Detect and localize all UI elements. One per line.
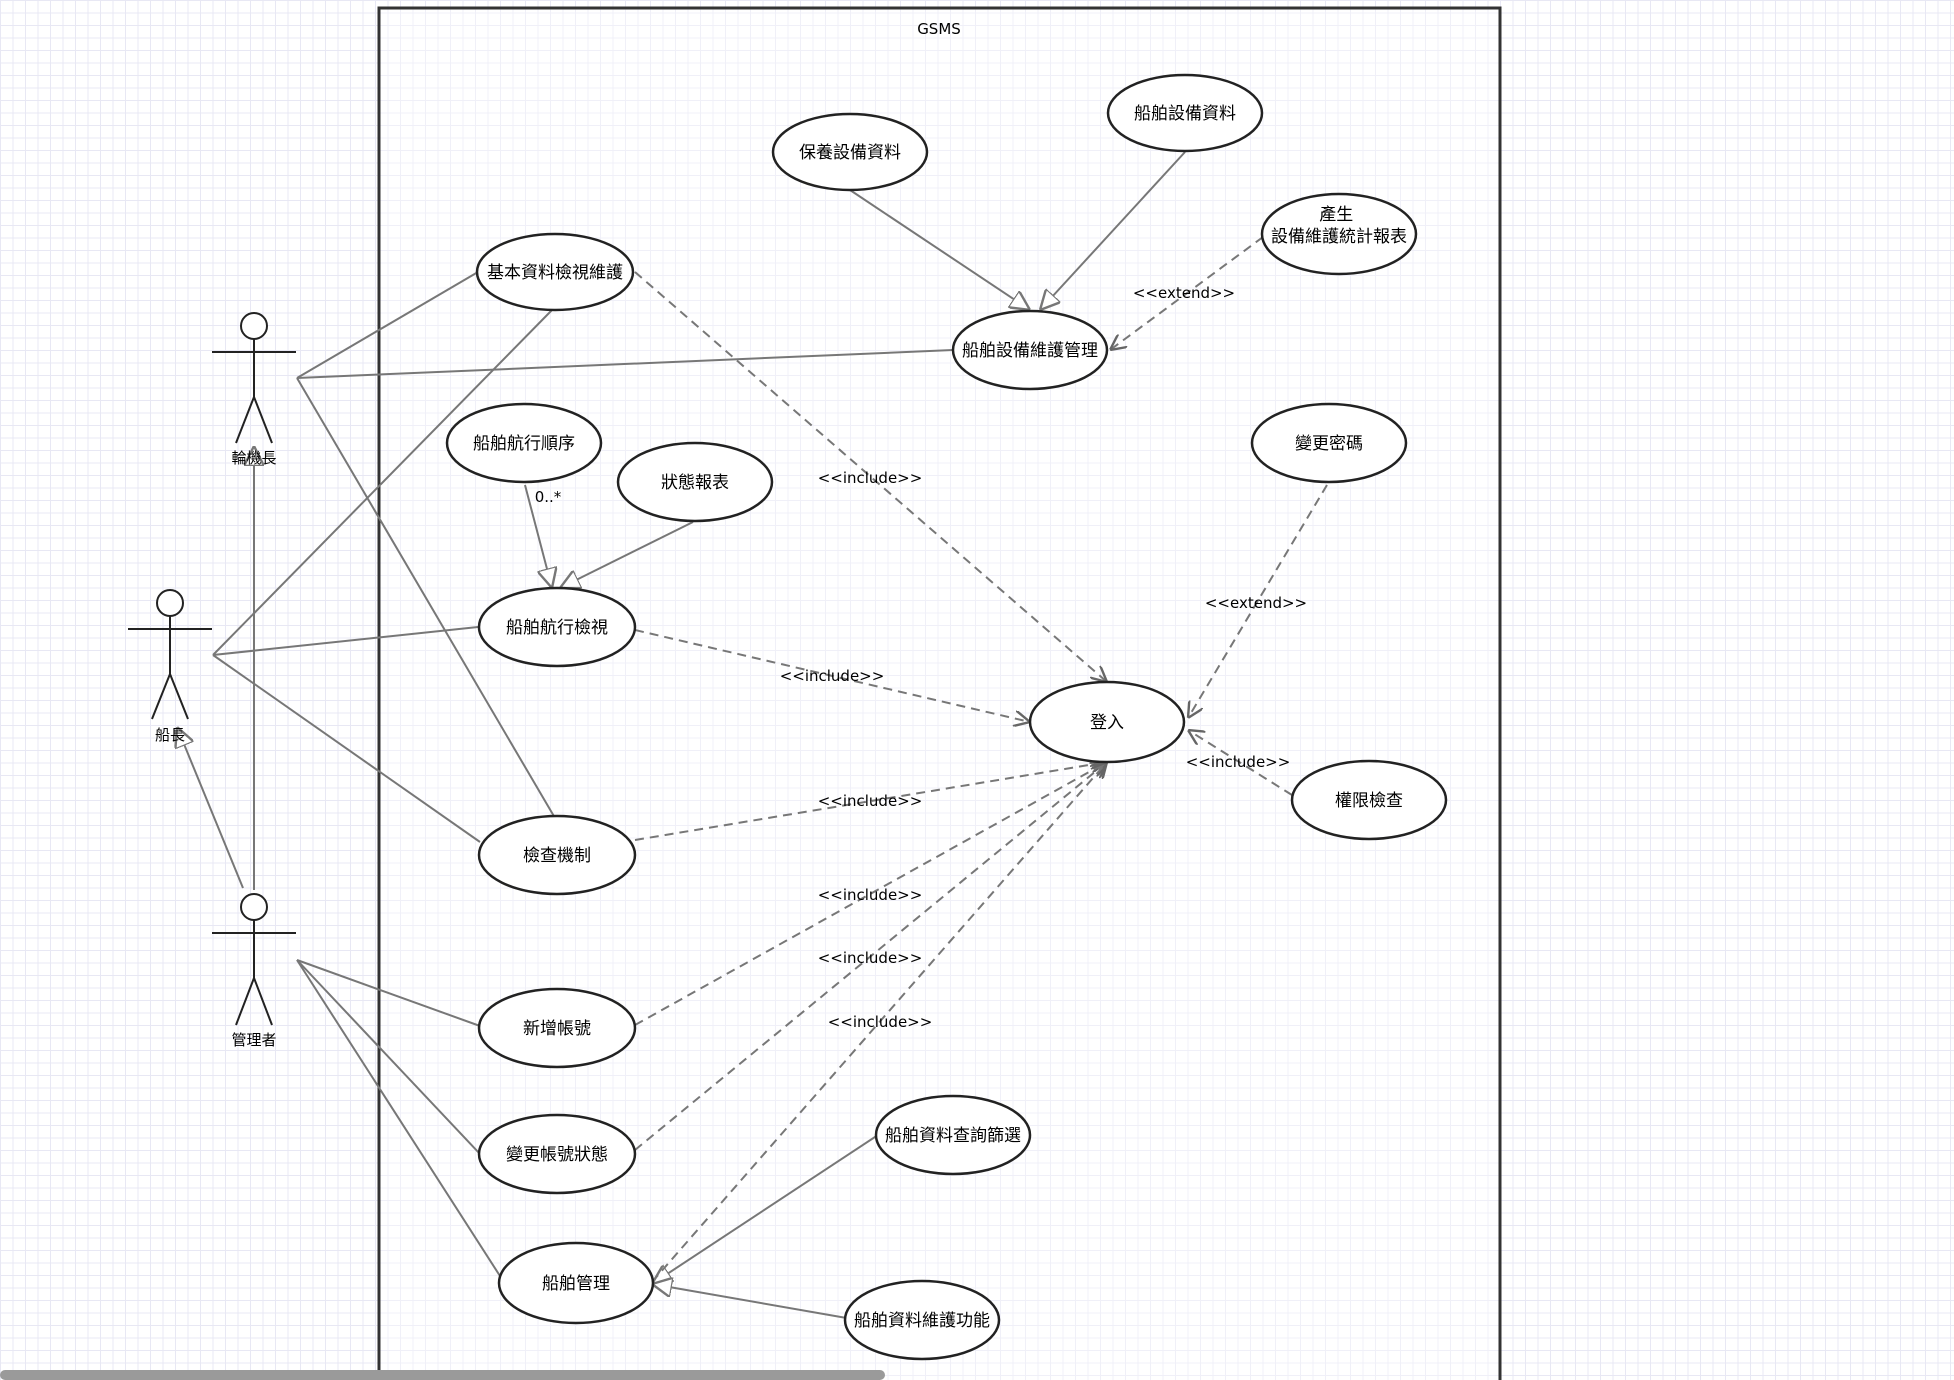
assoc-captain-basic (212, 309, 553, 656)
uc-equip-stats-report-label: 產生 設備維護統計報表 (1271, 205, 1407, 247)
uc-change-password[interactable] (1250, 402, 1408, 484)
label-multiplicity: 0..* (535, 488, 562, 506)
uc-ship-equip-data-label: 船舶設備資料 (1134, 104, 1236, 124)
gen-maint-to-mgmt (849, 189, 1030, 310)
uc-maint-equip-data-label: 保養設備資料 (799, 143, 901, 163)
dep-check-include (634, 762, 1107, 841)
actor-captain[interactable] (128, 589, 212, 720)
actor-admin[interactable] (212, 893, 296, 1026)
uc-ship-data-maint[interactable] (843, 1279, 1001, 1361)
uc-login-label: 登入 (1090, 713, 1124, 733)
uc-equip-stats-report[interactable] (1260, 192, 1418, 276)
uc-equip-stats-report-line1: 產生 (1319, 205, 1353, 225)
uc-status-report[interactable] (616, 441, 774, 523)
usecase-generalizations (524, 151, 1186, 1321)
gen-status-to-navview (560, 521, 694, 588)
label-include-add: <<include>> (818, 886, 923, 904)
uc-check-mechanism-label: 檢查機制 (523, 846, 591, 866)
uc-ship-nav-view[interactable] (477, 586, 637, 668)
system-title: GSMS (917, 20, 961, 38)
dep-report-extend (1110, 236, 1264, 350)
dep-status-include (634, 762, 1107, 1151)
uc-equip-stats-report-line2: 設備維護統計報表 (1271, 227, 1407, 247)
uc-change-account-status[interactable] (477, 1113, 637, 1195)
dep-password-extend (1188, 484, 1328, 718)
label-extend-password: <<extend>> (1205, 594, 1307, 612)
dep-add-include (634, 762, 1107, 1026)
dependency-labels: <<extend>> <<include>> <<include>> <<ext… (535, 284, 1307, 1031)
gen-datamaint-to-shipmgmt (652, 1284, 859, 1321)
associations (212, 271, 954, 1277)
label-include-status: <<include>> (818, 949, 923, 967)
dep-navview-include (634, 629, 1030, 722)
label-include-shipmgmt: <<include>> (828, 1013, 933, 1031)
label-extend-report: <<extend>> (1133, 284, 1235, 302)
assoc-captain-navview (212, 626, 479, 656)
uc-ship-mgmt-label: 船舶管理 (542, 1274, 610, 1294)
assoc-chief-basic (296, 271, 479, 379)
uc-add-account-label: 新增帳號 (523, 1019, 591, 1039)
uc-check-mechanism[interactable] (477, 814, 637, 896)
gen-query-to-shipmgmt (652, 1134, 879, 1284)
dep-permission-include (1188, 730, 1293, 796)
uc-change-account-status-label: 變更帳號狀態 (506, 1145, 608, 1165)
label-include-navview: <<include>> (780, 667, 885, 685)
actor-generalizations (177, 446, 254, 890)
uc-basic-data-maint[interactable] (475, 232, 635, 312)
uc-login[interactable] (1028, 680, 1186, 764)
actor-chief-engineer[interactable] (212, 312, 296, 444)
assoc-admin-shipmgmt (296, 959, 501, 1277)
horizontal-scrollbar[interactable] (0, 1370, 885, 1380)
uc-ship-data-query[interactable] (874, 1094, 1032, 1176)
use-case-labels: 保養設備資料 船舶設備資料 產生 設備維護統計報表 基本資料檢視維護 船舶設備維… (473, 104, 1407, 1331)
uc-status-report-label: 狀態報表 (661, 473, 729, 493)
uc-ship-nav-order[interactable] (445, 402, 603, 484)
uc-ship-equip-mgmt[interactable] (951, 309, 1109, 391)
assoc-admin-status (296, 959, 481, 1155)
actor-chief-engineer-label: 輪機長 (231, 449, 276, 467)
uc-maint-equip-data[interactable] (771, 112, 929, 192)
uc-permission-check[interactable] (1290, 759, 1448, 841)
uc-ship-data-query-label: 船舶資料查詢篩選 (885, 1126, 1021, 1146)
gen-navorder-to-navview (524, 484, 552, 588)
uc-ship-nav-view-label: 船舶航行檢視 (506, 618, 608, 638)
assoc-captain-check (212, 654, 481, 843)
gen-shipequip-to-mgmt (1040, 151, 1186, 310)
uc-ship-equip-mgmt-label: 船舶設備維護管理 (962, 341, 1098, 361)
uc-ship-mgmt[interactable] (497, 1241, 655, 1325)
actor-admin-label: 管理者 (231, 1031, 276, 1049)
gen-admin-captain (177, 727, 244, 889)
assoc-admin-add (296, 959, 481, 1027)
assoc-chief-check (296, 377, 556, 819)
label-include-basic: <<include>> (818, 469, 923, 487)
uc-ship-equip-data[interactable] (1106, 73, 1264, 153)
uc-change-password-label: 變更密碼 (1295, 434, 1363, 454)
uc-add-account[interactable] (477, 987, 637, 1069)
uc-permission-check-label: 權限檢查 (1335, 791, 1403, 811)
label-include-permission: <<include>> (1186, 753, 1291, 771)
uc-ship-nav-order-label: 船舶航行順序 (473, 434, 575, 454)
uc-basic-data-maint-label: 基本資料檢視維護 (487, 263, 623, 283)
dep-shipmgmt-include (651, 762, 1107, 1283)
dependencies (634, 236, 1328, 1283)
actor-captain-label: 船長 (155, 726, 185, 744)
assoc-chief-equipmgmt (296, 349, 954, 379)
label-include-check: <<include>> (818, 792, 923, 810)
uc-ship-data-maint-label: 船舶資料維護功能 (854, 1311, 990, 1331)
use-cases (445, 73, 1448, 1361)
